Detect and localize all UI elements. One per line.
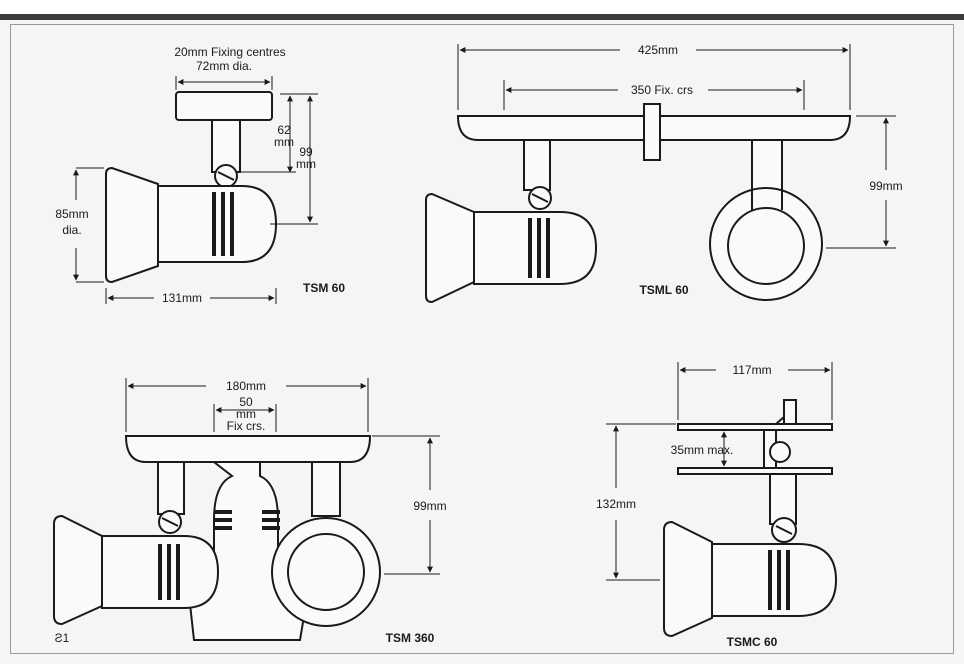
- tsmc60-lower-plate: [677, 467, 833, 475]
- drawing-frame: [10, 24, 954, 654]
- tsm360-drawing: [53, 435, 381, 641]
- tsm60-stem: [211, 119, 241, 173]
- tsm360-dimensions: [125, 378, 440, 575]
- tsm360-right-lens: [287, 533, 365, 611]
- tsml60-left-lamp: [473, 211, 598, 285]
- tsm360-centre-vents: [214, 510, 280, 530]
- tsmc60-vents: [768, 550, 790, 610]
- tsml60-left-stem: [523, 139, 551, 191]
- tsm360-vents: [158, 544, 180, 600]
- tsm60-62-unit: mm: [274, 135, 294, 149]
- tsm360-right-stem: [311, 461, 341, 517]
- tsml60-height-label: 99mm: [869, 179, 902, 193]
- tsmc60-model-label: TSMC 60: [727, 635, 778, 649]
- tsml60-left-reflector: [425, 192, 475, 304]
- tsm60-dia-label: 85mm: [55, 207, 88, 221]
- tsm60-62-label: 62: [277, 123, 291, 137]
- tsm60-base-dia-label: 72mm dia.: [196, 59, 252, 73]
- tsm60-99-unit: mm: [296, 157, 316, 171]
- tsml60-fix-label: 350 Fix. crs: [631, 83, 693, 97]
- tsm60-fixing-label: 20mm Fixing centres: [174, 45, 285, 59]
- header-bar: [0, 0, 964, 20]
- tsmc60-drawing: [663, 399, 838, 638]
- tsm360-model-label: TSM 360: [386, 631, 435, 645]
- tsm60-base: [175, 91, 273, 121]
- tsm60-dimensions: [73, 76, 318, 304]
- tsm60-vents: [212, 192, 234, 256]
- tsm360-left-stem: [157, 461, 185, 515]
- tsmc60-dimensions: [606, 362, 833, 581]
- tsm360-left-reflector: [53, 514, 103, 626]
- tsm360-base: [124, 435, 372, 463]
- tsml60-drawing: [425, 103, 852, 304]
- tsm360-height-label: 99mm: [413, 499, 446, 513]
- tsml60-dimensions: [457, 44, 896, 249]
- tsm60-dia-unit: dia.: [62, 223, 81, 237]
- tsm60-lamp-body: [157, 185, 278, 263]
- tsmc60-clamp-screw: [769, 441, 791, 463]
- tsm360-fix-value: 50: [239, 395, 253, 409]
- tsm60-99-label: 99: [299, 145, 313, 159]
- tsmc60-reflector: [663, 520, 713, 638]
- tsm360-width-label: 180mm: [226, 379, 266, 393]
- tsml60-track-break: [643, 103, 661, 161]
- tsm360-fix-text: Fix crs.: [227, 419, 266, 433]
- tsmc60-lamp-body: [711, 543, 838, 617]
- tsmc60-upper-plate: [677, 423, 833, 431]
- tsml60-model-label: TSML 60: [639, 283, 688, 297]
- tsm60-model-label: TSM 60: [303, 281, 345, 295]
- tsmc60-height-label: 132mm: [596, 497, 636, 511]
- tsm60-reflector: [105, 166, 159, 284]
- tsm60-width-label: 131mm: [162, 291, 202, 305]
- tsmc60-width-label: 117mm: [732, 363, 771, 377]
- tsm360-corner-mark: Ƨ1: [55, 631, 70, 645]
- tsm60-drawing: [105, 91, 278, 284]
- tsmc60-clamp-label: 35mm max.: [671, 443, 734, 457]
- tsm360-fix-unit: mm: [236, 407, 256, 421]
- tsml60-right-lens: [727, 207, 805, 285]
- tsmc60-stem: [769, 473, 797, 525]
- tsml60-vents: [528, 218, 550, 278]
- tsml60-length-label: 425mm: [638, 43, 678, 57]
